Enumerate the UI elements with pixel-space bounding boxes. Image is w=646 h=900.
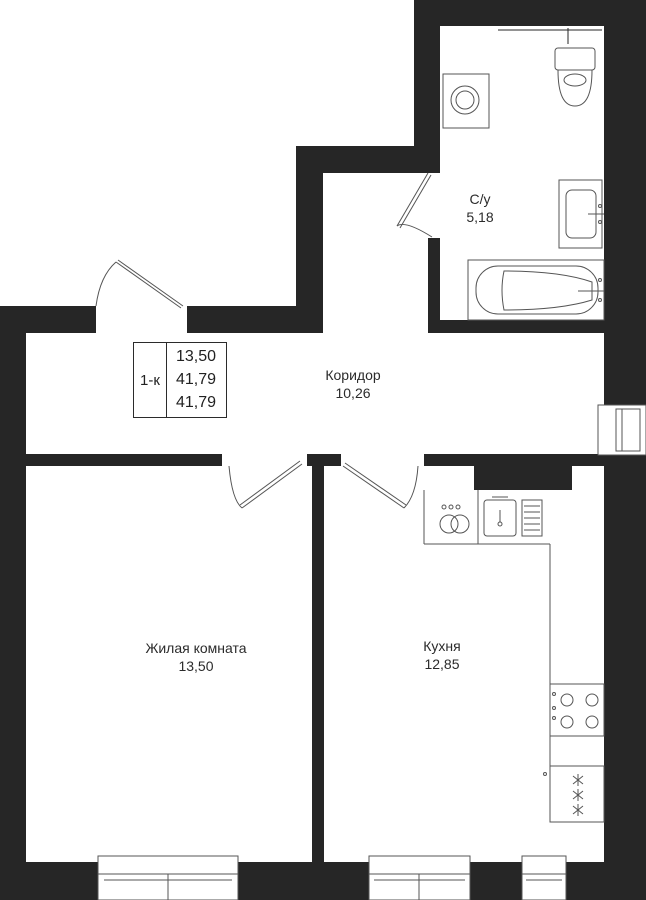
- range-hood-icon: [543, 765, 605, 823]
- apartment-type: 1-к: [134, 343, 167, 417]
- area-values: 13,50 41,79 41,79: [167, 345, 225, 414]
- bathroom-inner-lines: [498, 28, 602, 44]
- room-label-living: Жилая комната 13,50: [145, 639, 246, 675]
- toilet-icon: [554, 47, 596, 107]
- room-area: 10,26: [335, 385, 371, 401]
- room-label-bathroom: С/у 5,18: [466, 190, 493, 226]
- room-name: С/у: [469, 191, 491, 207]
- sink-icon: [558, 179, 604, 249]
- bathtub-icon: [467, 259, 605, 321]
- total-area-balcony-value: 41,79: [175, 394, 217, 411]
- living-area-value: 13,50: [175, 348, 217, 365]
- room-name: Кухня: [423, 638, 461, 654]
- washing-machine-icon: [442, 73, 490, 129]
- room-name: Жилая комната: [145, 640, 247, 656]
- room-area: 5,18: [466, 209, 494, 225]
- room-area: 12,85: [424, 656, 460, 672]
- area-legend: 1-к 13,50 41,79 41,79: [133, 342, 227, 418]
- window-icon: [97, 855, 567, 900]
- room-name: Коридор: [325, 367, 381, 383]
- dishwasher-icon: [439, 504, 470, 534]
- door-swing-icon: [95, 172, 433, 509]
- stove-icon: [549, 683, 605, 737]
- room-label-kitchen: Кухня 12,85: [423, 637, 460, 673]
- room-label-corridor: Коридор 10,26: [325, 366, 380, 402]
- ventilation-icon: [597, 404, 646, 456]
- bathroom-vent-grid: [440, 28, 602, 56]
- kitchen-sink-icon: [483, 496, 543, 537]
- total-area-value: 41,79: [175, 371, 217, 388]
- room-area: 13,50: [178, 658, 214, 674]
